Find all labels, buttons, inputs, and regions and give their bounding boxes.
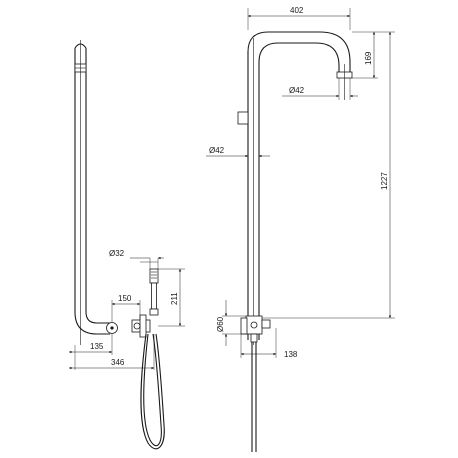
dim-150: 150	[118, 294, 132, 303]
dim-402: 402	[290, 6, 304, 15]
left-riser-pipe-inner	[85, 48, 110, 324]
dim-138: 138	[284, 350, 298, 359]
dim-169: 169	[364, 51, 373, 65]
right-riser-inner	[258, 42, 340, 340]
wall-bracket	[237, 111, 249, 125]
right-riser-outer	[247, 31, 351, 340]
hose	[140, 333, 165, 450]
hand-shower-handle	[151, 282, 157, 310]
dim-d60: Ø60	[216, 316, 225, 332]
dim-d42-mid: Ø42	[209, 146, 225, 155]
dim-1227: 1227	[380, 172, 389, 190]
right-view: 402 169 Ø42 Ø42 1227 Ø60 138	[206, 6, 395, 452]
hand-shower-head	[149, 268, 159, 284]
dim-d32: Ø32	[109, 249, 125, 258]
left-view: 150 211 Ø32 135 346	[69, 40, 185, 450]
dim-135: 135	[90, 342, 104, 351]
dim-211: 211	[170, 292, 179, 305]
dim-346: 346	[111, 358, 125, 367]
right-lever	[250, 321, 258, 329]
dim-d42-top: Ø42	[289, 86, 305, 95]
left-lever	[133, 322, 141, 330]
